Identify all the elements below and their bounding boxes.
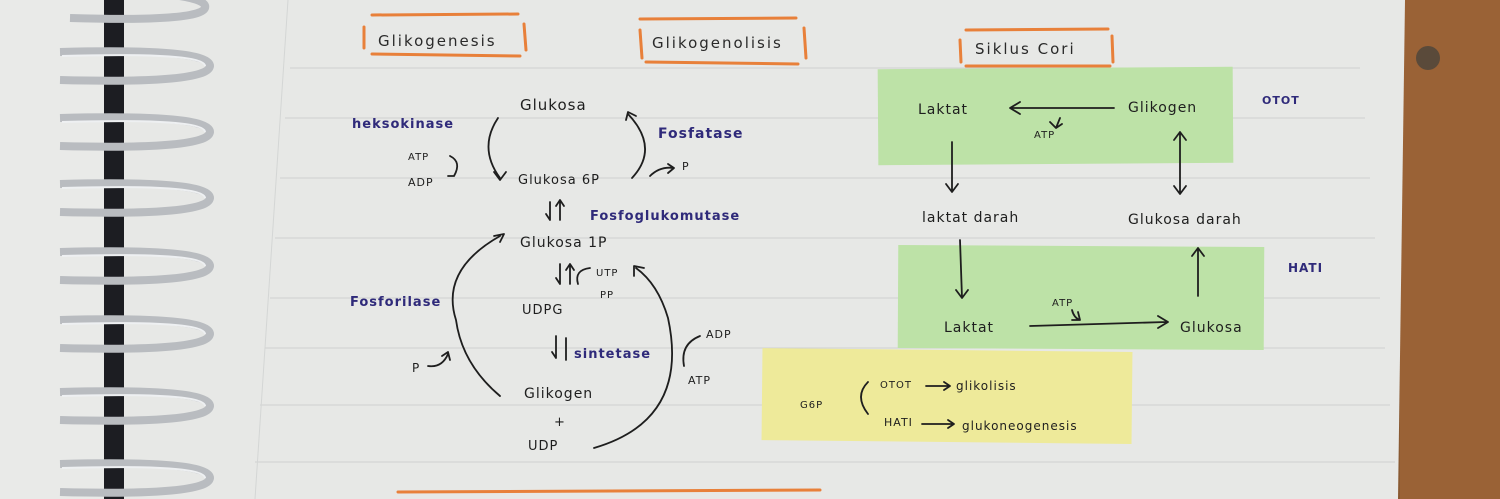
otot-label: OTOT bbox=[1262, 94, 1300, 107]
note-hati-text: HATI bbox=[884, 416, 913, 429]
glukosa-darah-double-arrow bbox=[1173, 131, 1187, 195]
fosfatase-text: Fosfatase bbox=[658, 126, 743, 142]
udpg-arrows bbox=[555, 263, 575, 285]
fosfoglukomutase-text: Fosfoglukomutase bbox=[590, 209, 740, 224]
heading-glikogenesis: Glikogenesis bbox=[378, 32, 497, 50]
table-knot bbox=[1416, 46, 1440, 70]
utp-hook bbox=[576, 267, 591, 285]
udp-recycle-arc bbox=[593, 267, 673, 449]
green-note-otot bbox=[877, 66, 1234, 166]
fosfatase-arc bbox=[627, 113, 646, 179]
fosforilase-arrowhead bbox=[493, 233, 505, 243]
glikogen-to-laktat-arrow bbox=[1009, 101, 1115, 115]
laktat-top-text: Laktat bbox=[918, 102, 968, 118]
wood-grain bbox=[1400, 0, 1500, 499]
green-note-hati bbox=[897, 245, 1265, 350]
udp-text: UDP bbox=[528, 439, 558, 454]
glikogenesis-arrows bbox=[427, 111, 701, 449]
glukosa-bottom-text: Glukosa bbox=[1180, 320, 1243, 336]
udpg-text: UDPG bbox=[522, 303, 563, 318]
utp-text: UTP bbox=[596, 268, 618, 279]
note-otot-text: OTOT bbox=[880, 380, 912, 391]
sintetase-text: sintetase bbox=[574, 347, 651, 362]
udp-recycle-arrowhead bbox=[633, 265, 645, 277]
heksokinase-arc bbox=[487, 117, 501, 179]
glukosa1p-text: Glukosa 1P bbox=[520, 235, 607, 251]
atp-bottom-text: ATP bbox=[1052, 298, 1073, 309]
atp-top-text: ATP bbox=[1034, 130, 1055, 141]
mutase-arrows bbox=[545, 199, 565, 221]
laktat-bottom-text: Laktat bbox=[944, 320, 994, 336]
p-in-arrow bbox=[427, 351, 451, 368]
p-fosforilase-text: P bbox=[412, 361, 420, 375]
heading-frames bbox=[362, 12, 1115, 494]
darah-to-laktat-arrow bbox=[955, 239, 969, 299]
plus-text: + bbox=[554, 415, 566, 430]
atp-left-text: ATP bbox=[408, 152, 429, 163]
adp-atp-hook bbox=[682, 335, 701, 367]
atp-top-arrow bbox=[1049, 117, 1063, 129]
p-fosfatase-text: P bbox=[682, 160, 690, 173]
hati-arrow bbox=[921, 419, 955, 429]
glukosa-darah-text: Glukosa darah bbox=[1128, 212, 1242, 228]
cori-arrows bbox=[945, 101, 1205, 329]
atp-adp-hook bbox=[447, 155, 459, 177]
pp-text: PP bbox=[600, 290, 614, 301]
spiral-rings bbox=[59, 0, 215, 497]
note-brace bbox=[860, 381, 869, 415]
g6p-text: G6P bbox=[800, 400, 823, 411]
glukosa6p-text: Glukosa 6P bbox=[518, 173, 600, 188]
glukoneogenesis-text: glukoneogenesis bbox=[962, 419, 1078, 433]
note-arrows bbox=[860, 381, 955, 429]
fosforilase-arc bbox=[451, 235, 501, 397]
sintetase-arrows bbox=[551, 335, 567, 361]
atp-bottom-arrow bbox=[1071, 309, 1081, 321]
adp-left-text: ADP bbox=[408, 176, 434, 189]
hati-label: HATI bbox=[1288, 261, 1323, 275]
heading-glikogenolisis: Glikogenolisis bbox=[652, 34, 783, 52]
heksokinase-text: heksokinase bbox=[352, 117, 454, 132]
margin-line bbox=[254, 0, 289, 499]
laktat-to-glukosa-arrow bbox=[1029, 315, 1169, 329]
glikogen-top-text: Glikogen bbox=[1128, 100, 1197, 116]
p-out-arrow bbox=[649, 163, 675, 177]
yellow-note bbox=[761, 348, 1133, 444]
laktat-darah-text: laktat darah bbox=[922, 210, 1019, 226]
adp-right-text: ADP bbox=[706, 328, 732, 341]
glikolisis-text: glikolisis bbox=[956, 379, 1017, 393]
glukosa-to-darah-arrow bbox=[1191, 247, 1205, 297]
glikogen-text: Glikogen bbox=[524, 386, 593, 402]
fosforilase-text: Fosforilase bbox=[350, 295, 441, 310]
laktat-to-darah-arrow bbox=[945, 141, 959, 193]
fosfatase-arrowhead bbox=[625, 111, 637, 121]
otot-arrow bbox=[925, 381, 951, 391]
heksokinase-arrowhead bbox=[493, 171, 507, 181]
glukosa-text: Glukosa bbox=[520, 96, 587, 114]
atp-right-text: ATP bbox=[688, 374, 711, 387]
heading-siklus-cori: Siklus Cori bbox=[975, 40, 1076, 58]
